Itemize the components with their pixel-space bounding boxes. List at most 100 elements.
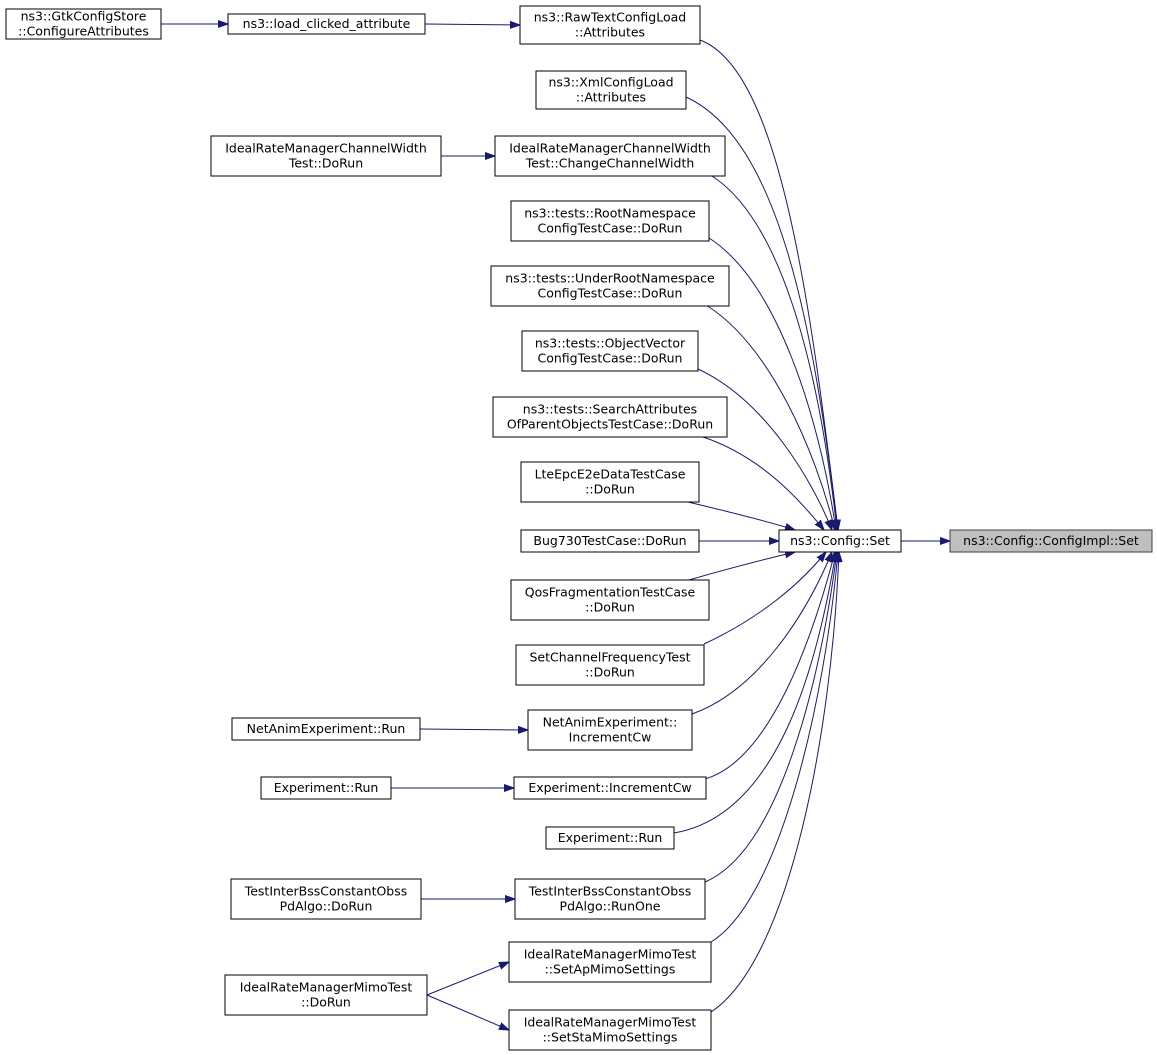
node-lteepce2edatatestcase-dorun[interactable]: LteEpcE2eDataTestCase::DoRun [520, 461, 700, 503]
node-xmlconfigload-attributes[interactable]: ns3::XmlConfigLoad::Attributes [535, 70, 687, 110]
node-label: ns3::load_clicked_attribute [243, 16, 411, 31]
node-label: Experiment::Run [558, 830, 663, 845]
node-label: IncrementCw [569, 730, 652, 745]
node-label: IdealRateManagerMimoTest [240, 980, 413, 995]
node-searchattributesofparentobjectstestcase-dorun[interactable]: ns3::tests::SearchAttributesOfParentObje… [492, 396, 728, 438]
node-box [490, 265, 730, 307]
node-label: ::DoRun [301, 995, 351, 1010]
node-label: ConfigTestCase::DoRun [538, 351, 683, 366]
node-box [520, 461, 700, 503]
node-box [535, 70, 687, 110]
node-box [230, 878, 422, 920]
node-idealratemanagermimotest-setapmimosettings[interactable]: IdealRateManagerMimoTest::SetApMimoSetti… [508, 941, 712, 983]
node-box [778, 529, 902, 553]
node-label: ns3::tests::SearchAttributes [523, 402, 697, 417]
node-label: Experiment::Run [274, 780, 379, 795]
node-label: IdealRateManagerChannelWidth [225, 141, 427, 156]
edge-testinterbssconstantobsspdalgo-runone-to-config-set [704, 552, 837, 883]
node-label: QosFragmentationTestCase [525, 585, 696, 600]
node-label: NetAnimExperiment:: [543, 715, 678, 730]
node-box [224, 974, 428, 1016]
node-label: Experiment::IncrementCw [528, 780, 691, 795]
node-label: ConfigTestCase::DoRun [538, 286, 683, 301]
node-bug730testcase-dorun[interactable]: Bug730TestCase::DoRun [520, 529, 700, 553]
node-label: ::DoRun [585, 665, 635, 680]
edge-xmlconfigload-attributes-to-config-set [685, 96, 838, 530]
node-label: ::ConfigureAttributes [18, 24, 149, 39]
node-label: ns3::tests::UnderRootNamespace [505, 271, 715, 286]
node-box [5, 8, 162, 40]
node-label: NetAnimExperiment::Run [247, 721, 406, 736]
node-label: OfParentObjectsTestCase::DoRun [507, 417, 713, 432]
edge-idealratemanagermimotest-setapmimosettings-to-config-set [710, 552, 838, 943]
edge-underrootnamespaceconfigtestcase-dorun-to-config-set [705, 304, 835, 530]
node-gtkconfigstore-configureattributes[interactable]: ns3::GtkConfigStore::ConfigureAttributes [5, 8, 162, 40]
node-experiment-incrementcw[interactable]: Experiment::IncrementCw [513, 776, 707, 800]
node-label: TestInterBssConstantObss [244, 884, 408, 899]
node-box [494, 135, 726, 177]
node-box [508, 941, 712, 983]
node-label: ::DoRun [585, 600, 635, 615]
node-config-set[interactable]: ns3::Config::Set [778, 529, 902, 553]
edge-rawtextconfigload-attributes-to-config-set [699, 39, 838, 530]
node-box [210, 135, 442, 177]
node-label: ns3::RawTextConfigLoad [534, 10, 686, 25]
edge-lteepce2edatatestcase-dorun-to-config-set [687, 501, 795, 530]
node-idealratemanagermimotest-setstamimosettings[interactable]: IdealRateManagerMimoTest::SetStaMimoSett… [508, 1009, 712, 1051]
node-idealratemanagerchannelwidthtest-changechannelwidth[interactable]: IdealRateManagerChannelWidthTest::Change… [494, 135, 726, 177]
node-experiment-run-a[interactable]: Experiment::Run [260, 776, 392, 800]
node-load-clicked-attribute[interactable]: ns3::load_clicked_attribute [227, 13, 426, 35]
node-box [231, 717, 421, 741]
node-label: IdealRateManagerMimoTest [524, 1015, 697, 1030]
node-box [949, 529, 1153, 553]
edge-idealratemanagermimotest-setstamimosettings-to-config-set [710, 552, 839, 1013]
node-label: ns3::Config::Set [790, 533, 890, 548]
node-idealratemanagermimotest-dorun[interactable]: IdealRateManagerMimoTest::DoRun [224, 974, 428, 1016]
node-underrootnamespaceconfigtestcase-dorun[interactable]: ns3::tests::UnderRootNamespaceConfigTest… [490, 265, 730, 307]
node-label: Test::DoRun [288, 156, 363, 171]
node-label: Test::ChangeChannelWidth [525, 156, 695, 171]
edge-idealratemanagermimotest-dorun-to-idealratemanagermimotest-setapmimosettings [426, 962, 509, 996]
node-rawtextconfigload-attributes[interactable]: ns3::RawTextConfigLoad::Attributes [519, 5, 701, 45]
node-label: ::SetStaMimoSettings [543, 1030, 678, 1045]
node-setchannelfrequencytest-dorun[interactable]: SetChannelFrequencyTest::DoRun [515, 644, 705, 686]
node-label: ::Attributes [575, 25, 645, 40]
edges-layer [161, 24, 950, 1030]
node-box [260, 776, 392, 800]
node-box [513, 776, 707, 800]
node-label: SetChannelFrequencyTest [529, 650, 690, 665]
node-box [527, 709, 693, 751]
nodes-layer: ns3::GtkConfigStore::ConfigureAttributes… [5, 5, 1153, 1051]
node-objectvectorconfigtestcase-dorun[interactable]: ns3::tests::ObjectVectorConfigTestCase::… [521, 330, 699, 372]
node-label: ::DoRun [585, 482, 635, 497]
edge-idealratemanagermimotest-dorun-to-idealratemanagermimotest-setstamimosettings [426, 994, 509, 1030]
node-box [510, 579, 710, 621]
node-box [545, 826, 675, 850]
node-label: PdAlgo::RunOne [560, 899, 661, 914]
node-qosfragmentationtestcase-dorun[interactable]: QosFragmentationTestCase::DoRun [510, 579, 710, 621]
edge-searchattributesofparentobjectstestcase-dorun-to-config-set [699, 435, 824, 530]
node-label: ns3::XmlConfigLoad [548, 75, 673, 90]
node-netanimexperiment-run[interactable]: NetAnimExperiment::Run [231, 717, 421, 741]
node-box [508, 1009, 712, 1051]
node-box [519, 5, 701, 45]
node-label: ns3::tests::ObjectVector [535, 336, 686, 351]
node-netanimexperiment-incrementcw[interactable]: NetAnimExperiment::IncrementCw [527, 709, 693, 751]
node-label: LteEpcE2eDataTestCase [535, 467, 686, 482]
node-configimpl-set[interactable]: ns3::Config::ConfigImpl::Set [949, 529, 1153, 553]
edge-netanimexperiment-incrementcw-to-config-set [691, 552, 832, 715]
edge-idealratemanagerchannelwidthtest-changechannelwidth-to-config-set [711, 175, 837, 530]
edge-netanimexperiment-run-to-netanimexperiment-incrementcw [419, 729, 528, 730]
node-label: ::SetApMimoSettings [545, 962, 676, 977]
node-label: ns3::GtkConfigStore [21, 9, 147, 24]
node-label: IdealRateManagerMimoTest [524, 947, 697, 962]
edge-experiment-incrementcw-to-config-set [704, 552, 835, 780]
node-experiment-run-b[interactable]: Experiment::Run [545, 826, 675, 850]
node-box [514, 878, 706, 920]
edge-qosfragmentationtestcase-dorun-to-config-set [688, 552, 795, 581]
node-rootnamespaceconfigtestcase-dorun[interactable]: ns3::tests::RootNamespaceConfigTestCase:… [510, 200, 710, 242]
